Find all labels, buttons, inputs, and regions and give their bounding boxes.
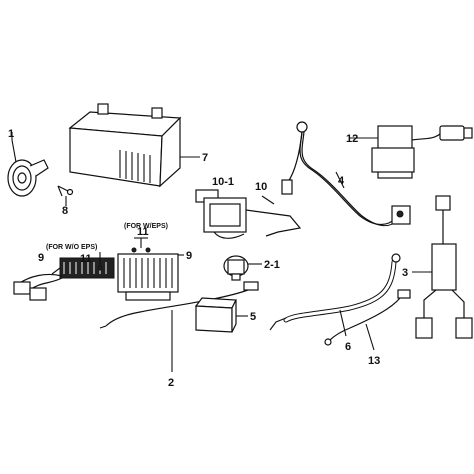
sensor-part: [223, 255, 262, 281]
thin-wire-part: [324, 289, 411, 351]
callout-3: 3: [402, 267, 408, 279]
ground-cable-part: [281, 121, 411, 227]
regulator-w-eps-part: [117, 253, 184, 301]
callout-7: 7: [202, 152, 208, 164]
callout-11-w-eps: 11: [137, 226, 149, 238]
callout-2-1: 2-1: [264, 259, 280, 271]
battery-part: [68, 103, 200, 188]
note-without-eps: (FOR W/O EPS): [46, 244, 97, 251]
bolt-part: [57, 185, 74, 206]
callout-8: 8: [62, 205, 68, 217]
callout-9-w-eps: 9: [186, 250, 192, 262]
callout-11-wo-eps: 11: [80, 253, 92, 265]
screw-parts: [97, 237, 151, 271]
starter-relay-part: [195, 189, 302, 239]
callout-1: 1: [8, 128, 14, 140]
relay-part: [350, 125, 473, 179]
callout-10-1: 10-1: [212, 176, 234, 188]
callout-6: 6: [345, 341, 351, 353]
horn-part: [7, 139, 49, 197]
callout-9-wo-eps: 9: [38, 252, 44, 264]
callout-13: 13: [368, 355, 380, 367]
callout-5: 5: [250, 311, 256, 323]
callout-4: 4: [338, 175, 345, 187]
callout-2: 2: [168, 377, 174, 389]
note-with-eps: (FOR W/EPS): [124, 223, 168, 230]
wire-harness-part: [412, 195, 473, 339]
regulator-wo-eps-part: [13, 257, 115, 301]
callout-10: 10: [255, 181, 267, 193]
cable-2-part: [99, 281, 259, 372]
callout-12: 12: [346, 133, 358, 145]
leader-8: [57, 185, 63, 197]
block-5-part: [194, 297, 248, 333]
battery-cable-part: [269, 253, 401, 337]
